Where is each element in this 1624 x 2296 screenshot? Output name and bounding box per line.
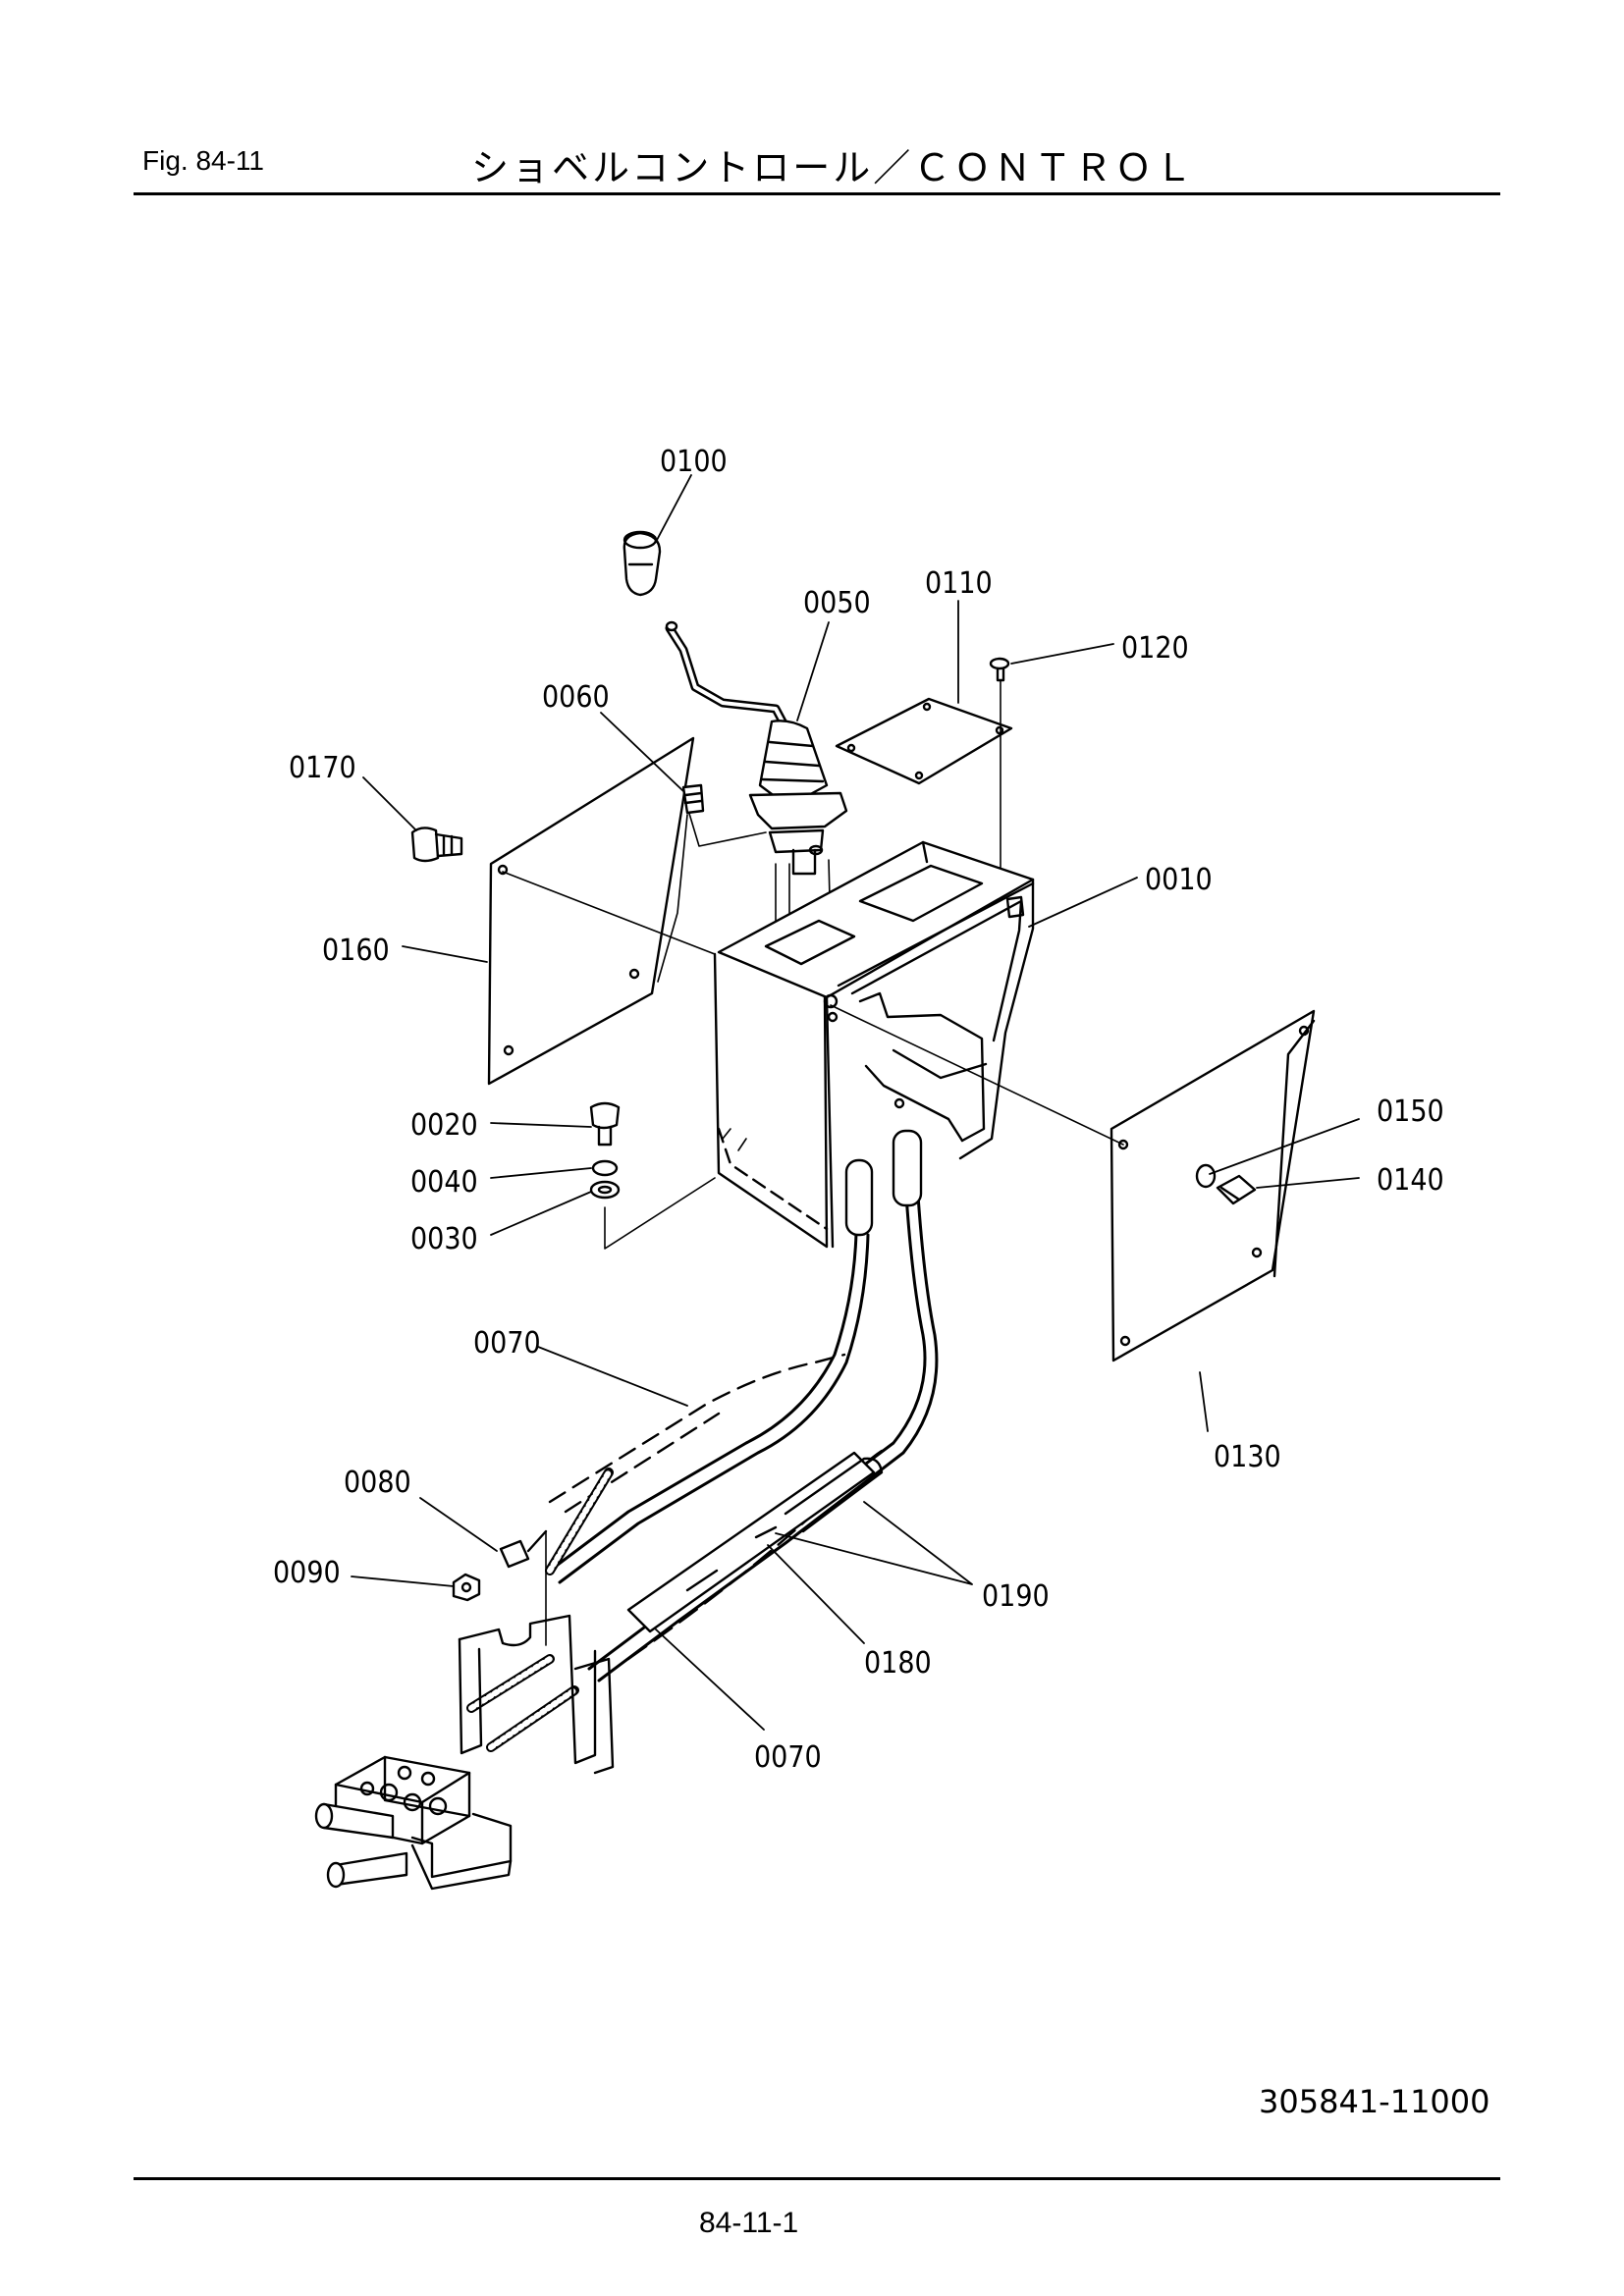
bolt-0020: [589, 1101, 621, 1147]
figure-number: Fig. 84-11: [142, 145, 264, 176]
label-0060: 0060: [542, 680, 610, 715]
label-0070-lower: 0070: [754, 1740, 822, 1775]
label-0190: 0190: [982, 1579, 1050, 1614]
left-side-panel: [487, 736, 716, 1086]
label-0120: 0120: [1121, 631, 1189, 666]
cover-plate: [835, 697, 1013, 785]
label-0010: 0010: [1145, 863, 1213, 897]
label-0070-upper: 0070: [473, 1326, 541, 1361]
washer-0040: [591, 1159, 619, 1177]
control-valve: [314, 1755, 513, 1891]
cable-protectors: [626, 1451, 884, 1633]
label-0130: 0130: [1214, 1440, 1281, 1474]
page-title: ショベルコントロール／ＣＯＮＴＲＯＬ: [471, 146, 1196, 189]
control-cables: [548, 1129, 939, 1682]
cable-support: [458, 1614, 615, 1775]
bolt-0060: [657, 783, 705, 983]
cable-end-0080: [499, 1529, 548, 1569]
washer-0150: [1195, 1163, 1217, 1189]
label-0080: 0080: [344, 1466, 411, 1500]
bolt-0170: [410, 827, 463, 863]
control-lever: [665, 620, 848, 876]
page-number: 84-11-1: [699, 2207, 799, 2239]
label-0110: 0110: [925, 566, 993, 601]
washer-0030: [589, 1180, 621, 1200]
label-0090: 0090: [273, 1556, 341, 1590]
control-bracket: [713, 840, 1035, 1249]
drawing-number: 305841-11000: [1259, 2083, 1490, 2120]
label-0180: 0180: [864, 1646, 932, 1681]
label-0040: 0040: [410, 1165, 478, 1200]
label-0030: 0030: [410, 1222, 478, 1256]
screw-0120: [989, 657, 1010, 870]
assembly-line-bolt: [604, 1177, 716, 1250]
bolt-0140: [1216, 1174, 1257, 1205]
grip-knob: [623, 530, 662, 597]
label-0150: 0150: [1377, 1095, 1444, 1129]
part-labels: 0100 0050 0110 0120 0060 0170 0010 0160 …: [273, 445, 1444, 1775]
cable-springs: [466, 1468, 614, 1752]
right-side-panel: [830, 1004, 1316, 1362]
nut-0090: [452, 1573, 481, 1602]
label-0170: 0170: [289, 751, 356, 785]
label-0020: 0020: [410, 1108, 478, 1143]
label-0100: 0100: [660, 445, 728, 479]
label-0050: 0050: [803, 586, 871, 620]
leader-lines: [351, 474, 1360, 1731]
footer-rule: [134, 2177, 1500, 2180]
label-0160: 0160: [322, 934, 390, 968]
label-0140: 0140: [1377, 1163, 1444, 1198]
header-rule: [134, 192, 1500, 195]
